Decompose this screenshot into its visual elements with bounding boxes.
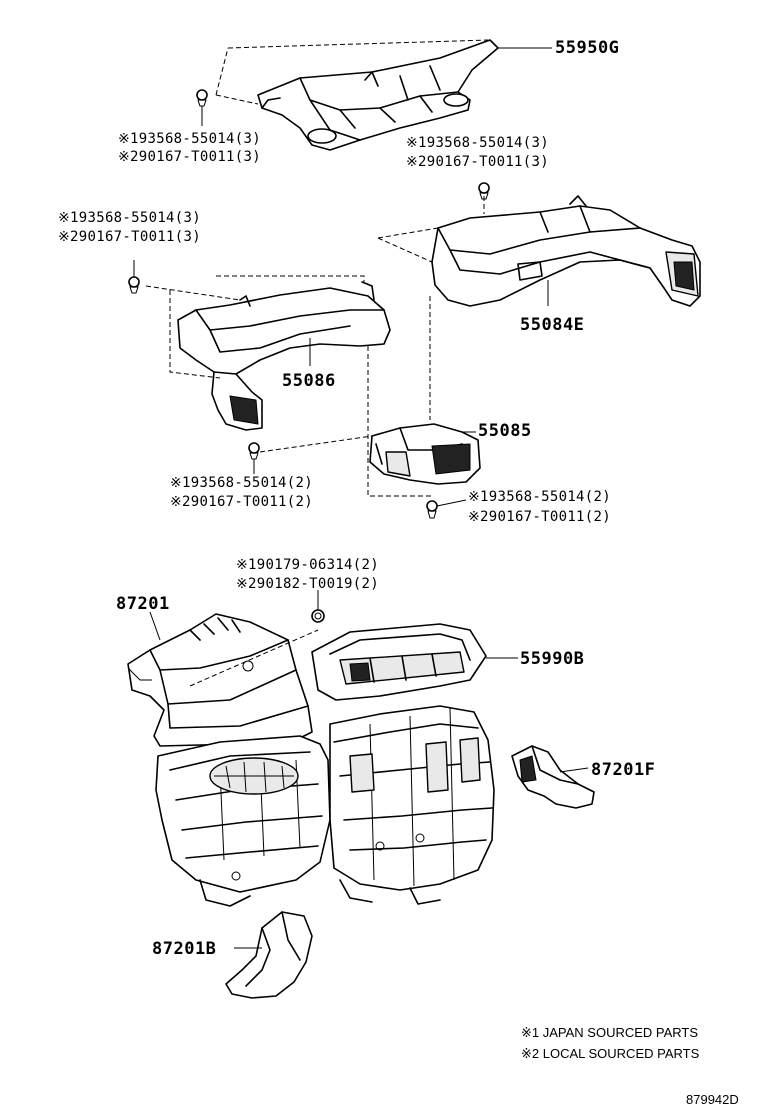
frame-55990B[interactable] <box>311 623 487 701</box>
duct-87201F[interactable] <box>511 745 595 809</box>
fastener-label-a2[interactable]: ※290167-T0011(3) <box>118 149 261 165</box>
bolt-b <box>478 182 490 200</box>
diagram-id: 879942D <box>686 1092 739 1107</box>
duct-55084E[interactable] <box>431 195 701 307</box>
fastener-label-e2[interactable]: ※290167-T0011(2) <box>468 509 611 525</box>
part-label-87201[interactable]: 87201 <box>116 594 170 614</box>
fastener-label-b2[interactable]: ※290167-T0011(3) <box>406 154 549 170</box>
part-label-55085[interactable]: 55085 <box>478 421 532 441</box>
part-label-55950G[interactable]: 55950G <box>555 38 620 58</box>
duct-55950G[interactable] <box>257 39 499 151</box>
fastener-label-d1[interactable]: ※193568-55014(2) <box>170 475 313 491</box>
fastener-label-b1[interactable]: ※193568-55014(3) <box>406 135 549 151</box>
housing-87201[interactable] <box>127 613 313 747</box>
part-label-87201F[interactable]: 87201F <box>591 760 656 780</box>
fastener-label-f1[interactable]: ※190179-06314(2) <box>236 557 379 573</box>
duct-55085[interactable] <box>369 423 481 485</box>
bolt-d <box>248 442 260 474</box>
part-label-55086[interactable]: 55086 <box>282 371 336 391</box>
bolt-e <box>426 499 467 519</box>
fastener-label-a1[interactable]: ※193568-55014(3) <box>118 131 261 147</box>
legend-japan-sourced: ※1 JAPAN SOURCED PARTS <box>521 1025 699 1040</box>
fastener-label-f2[interactable]: ※290182-T0019(2) <box>236 576 379 592</box>
bolt-a <box>196 89 208 126</box>
part-label-55990B[interactable]: 55990B <box>520 649 585 669</box>
fastener-label-e1[interactable]: ※193568-55014(2) <box>468 489 611 505</box>
fastener-label-d2[interactable]: ※290167-T0011(2) <box>170 494 313 510</box>
part-label-87201B[interactable]: 87201B <box>152 939 217 959</box>
nut-f <box>311 590 325 623</box>
legend-local-sourced: ※2 LOCAL SOURCED PARTS <box>521 1046 700 1061</box>
duct-87201B[interactable] <box>225 911 313 999</box>
part-label-55084E[interactable]: 55084E <box>520 315 585 335</box>
hvac-unit-main[interactable] <box>155 705 495 907</box>
bolt-c <box>128 260 140 294</box>
fastener-label-c1[interactable]: ※193568-55014(3) <box>58 210 201 226</box>
duct-55086[interactable] <box>177 281 391 431</box>
fastener-label-c2[interactable]: ※290167-T0011(3) <box>58 229 201 245</box>
